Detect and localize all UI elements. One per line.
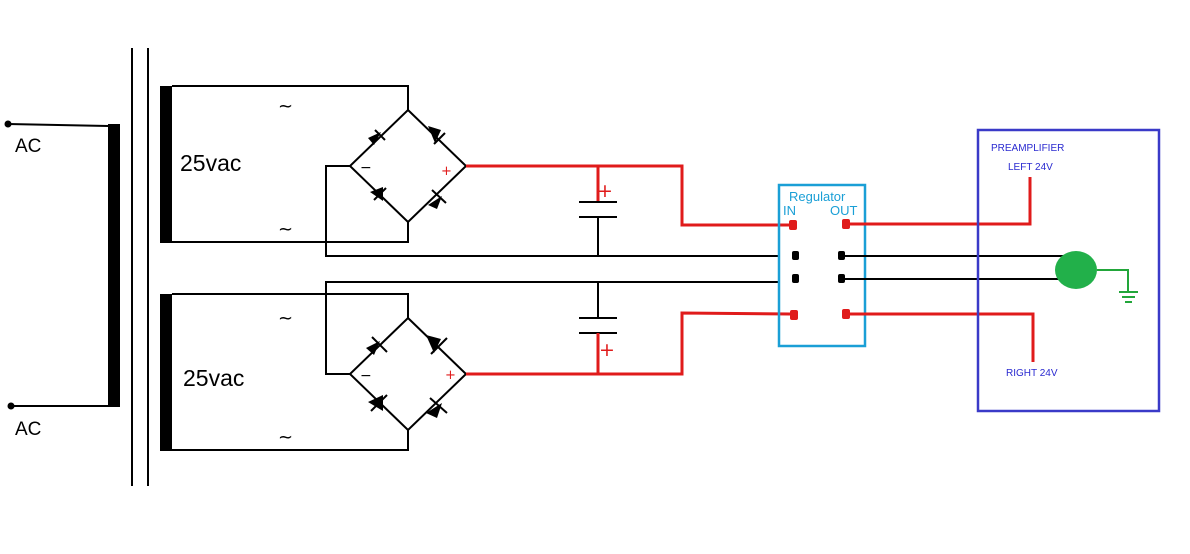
secondary-winding-top [160,86,172,243]
ac-input-top: AC [4,120,109,157]
regulator-in-label: IN [783,203,796,218]
diode-bottom-1 [366,336,388,355]
ac-input-bottom: AC [7,402,108,440]
diode-top-4 [428,189,447,209]
wire-bottom-positive [466,311,791,376]
wire-left-24v [850,177,1032,226]
bridge-top-plus: + [441,164,452,179]
bridge-outline-top [348,108,468,224]
terminal-in-ground-2 [792,274,799,283]
regulator-module: Regulator IN OUT [777,183,867,348]
diode-top-1 [368,129,386,145]
primary-winding [108,124,120,407]
transformer-core [131,48,149,486]
wire-bottom-ac1 [172,293,409,318]
terminal-out-ground-2 [838,274,845,283]
capacitor-top-plus: + [597,180,613,202]
terminal-out-ground-1 [838,251,845,260]
secondary-winding-bottom [160,294,172,451]
tilde-bottom-2: ~ [278,427,293,448]
ground-node [1055,251,1097,289]
tilde-top-2: ~ [278,219,293,240]
wire-top-negative [325,165,780,257]
preamplifier-module: PREAMPLIFIER LEFT 24V RIGHT 24V [976,128,1161,413]
ground-symbol [1055,251,1138,303]
diode-top-2 [428,126,446,145]
wire-top-ac2 [172,222,409,243]
rectifier-bridge-bottom: − + [172,281,791,451]
capacitor-top: + [579,166,617,256]
rectifier-bridge-top: − + [172,85,790,257]
preamp-title: PREAMPLIFIER [991,143,1064,154]
diode-bottom-2 [426,335,448,355]
wire-right-24v [850,312,1035,362]
regulator-box [777,183,867,348]
terminal-in-ground-1 [792,251,799,260]
wire-top-positive [466,164,790,227]
terminal-out-positive-bottom [842,309,850,319]
bridge-outline-bottom [348,316,468,432]
ac-label-top: AC [15,136,41,157]
capacitor-bottom: + [579,282,617,374]
preamp-left-label: LEFT 24V [1008,162,1053,173]
diode-top-3 [370,187,387,201]
bridge-top-minus: − [360,160,372,176]
preamp-right-label: RIGHT 24V [1006,368,1058,379]
ac-label-bottom: AC [15,419,41,440]
diode-bottom-3 [368,394,388,412]
tilde-top-1: ~ [278,96,293,117]
regulator-title: Regulator [789,189,846,204]
terminal-in-positive-bottom [790,310,798,320]
bridge-bottom-minus: − [360,368,372,384]
secondary-voltage-bottom: 25vac [183,365,244,391]
wire-top-ac1 [172,85,409,110]
capacitor-bottom-plus: + [599,339,615,361]
diode-bottom-4 [426,397,448,418]
ac-lead-top [7,123,109,127]
tilde-bottom-1: ~ [278,308,293,329]
regulator-out-label: OUT [830,203,858,218]
wire-bottom-ac2 [172,430,409,451]
bridge-bottom-plus: + [445,368,456,383]
terminal-in-positive-top [789,220,797,230]
wire-bottom-negative [325,281,780,375]
preamp-box [976,128,1161,413]
terminal-out-positive-top [842,219,850,229]
secondary-voltage-top: 25vac [180,150,241,176]
